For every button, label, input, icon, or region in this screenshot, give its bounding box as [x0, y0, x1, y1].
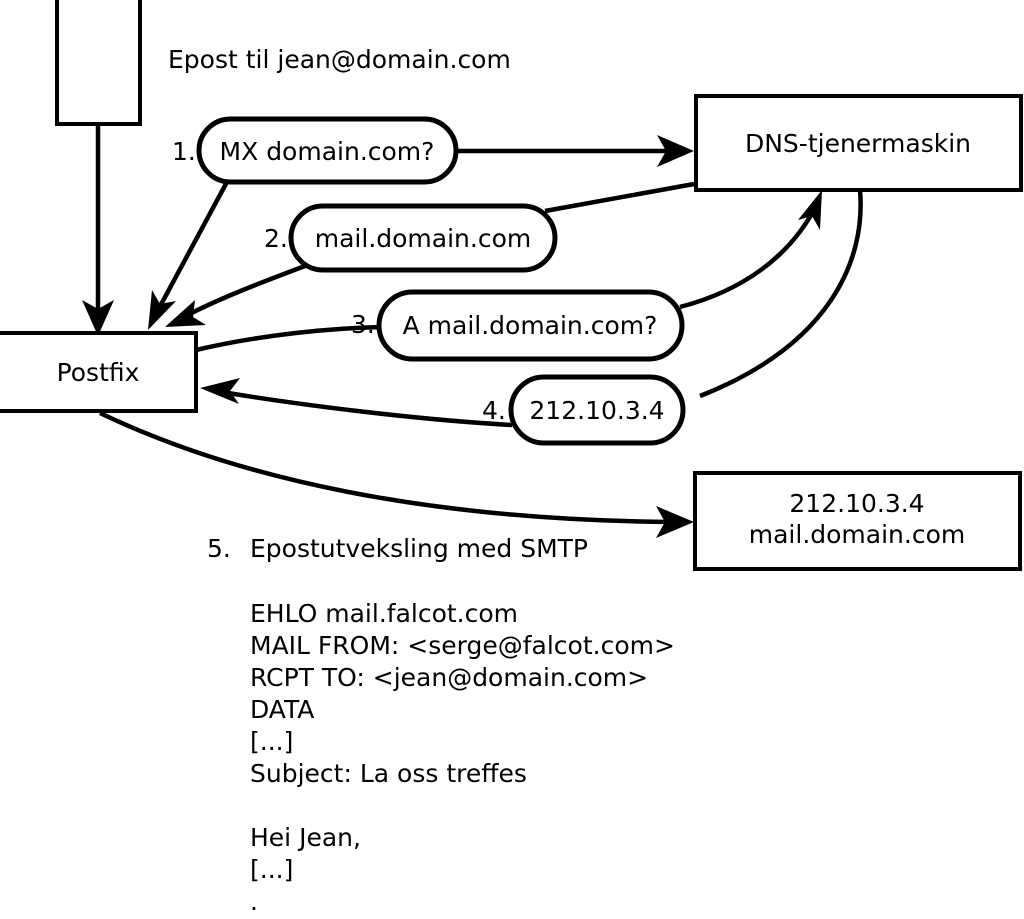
arrowhead-icon: [656, 506, 694, 538]
edge-line: [99, 410, 673, 525]
step-5-label: Epostutveksling med SMTP: [250, 534, 588, 563]
edge-line: [679, 206, 817, 310]
step-3-number: 3.: [351, 310, 375, 339]
step-2-bubble[interactable]: [288, 203, 558, 273]
arrowhead-icon: [798, 190, 822, 230]
step-3-label: A mail.domain.com?: [403, 311, 658, 340]
edge-step3-to-dns: [679, 190, 822, 310]
node-client[interactable]: [55, 0, 142, 126]
step-4-number: 4.: [482, 396, 506, 425]
mailserver-host-label: mail.domain.com: [749, 520, 965, 549]
edge-step4-to-postfix: [200, 378, 513, 428]
step-2[interactable]: 2. mail.domain.com: [264, 203, 558, 273]
node-postfix[interactable]: Postfix: [0, 331, 198, 413]
smtp-line-1: MAIL FROM: <serge@falcot.com>: [250, 631, 675, 660]
step-1-number: 1.: [172, 137, 196, 166]
dns-label: DNS-tjenermaskin: [745, 129, 971, 158]
edge-postfix-to-step1: [148, 178, 230, 330]
edge-dns-to-step4: [699, 189, 863, 399]
smtp-line-5: Subject: La oss treffes: [250, 759, 527, 788]
edge-line: [544, 181, 695, 214]
arrowhead-icon: [148, 290, 176, 330]
diagram-caption: Epost til jean@domain.com: [168, 45, 511, 74]
client-box[interactable]: [55, 0, 142, 126]
edge-postfix-to-mailserver: [99, 410, 694, 538]
step-4-label: 212.10.3.4: [529, 396, 664, 425]
step-1-label: MX domain.com?: [220, 137, 435, 166]
arrowhead-icon: [200, 378, 240, 404]
edge-step1-to-dns: [455, 135, 694, 167]
arrowhead-icon: [82, 300, 114, 336]
smtp-line-0: EHLO mail.falcot.com: [250, 599, 518, 628]
postfix-box[interactable]: [0, 331, 198, 413]
step-4-bubble[interactable]: [508, 374, 686, 446]
edge-line: [180, 263, 306, 320]
step-2-number: 2.: [264, 224, 288, 253]
edge-dns-to-step2: [544, 181, 695, 214]
smtp-line-7: Hei Jean,: [250, 823, 361, 852]
edge-line: [195, 324, 383, 353]
smtp-line-2: RCPT TO: <jean@domain.com>: [250, 663, 648, 692]
edge-postfix-to-step3: [195, 324, 383, 353]
edge-line: [699, 189, 863, 399]
mailserver-box[interactable]: [693, 471, 1022, 571]
edge-line: [155, 178, 230, 314]
arrowhead-icon: [657, 135, 694, 167]
edge-line: [221, 389, 513, 428]
postfix-label: Postfix: [57, 358, 140, 387]
step-3[interactable]: 3. A mail.domain.com?: [351, 289, 685, 362]
step-1[interactable]: 1. MX domain.com?: [172, 116, 459, 185]
node-mail-server[interactable]: 212.10.3.4 mail.domain.com: [693, 471, 1022, 571]
smtp-line-9: .: [250, 887, 258, 916]
step-4[interactable]: 4. 212.10.3.4: [482, 374, 686, 446]
step-3-bubble[interactable]: [376, 289, 685, 362]
step-1-bubble[interactable]: [196, 116, 459, 185]
mailserver-ip-label: 212.10.3.4: [789, 489, 924, 518]
dns-box[interactable]: [694, 94, 1023, 192]
arrowhead-icon: [165, 300, 206, 327]
edge-step2-to-postfix: [165, 263, 306, 327]
smtp-line-8: [...]: [250, 855, 293, 884]
smtp-line-3: DATA: [250, 695, 314, 724]
smtp-line-4: [...]: [250, 727, 293, 756]
step-5-number: 5.: [207, 534, 231, 563]
node-dns-server[interactable]: DNS-tjenermaskin: [694, 94, 1023, 192]
step-2-label: mail.domain.com: [315, 224, 531, 253]
edge-client-to-postfix: [82, 124, 114, 336]
